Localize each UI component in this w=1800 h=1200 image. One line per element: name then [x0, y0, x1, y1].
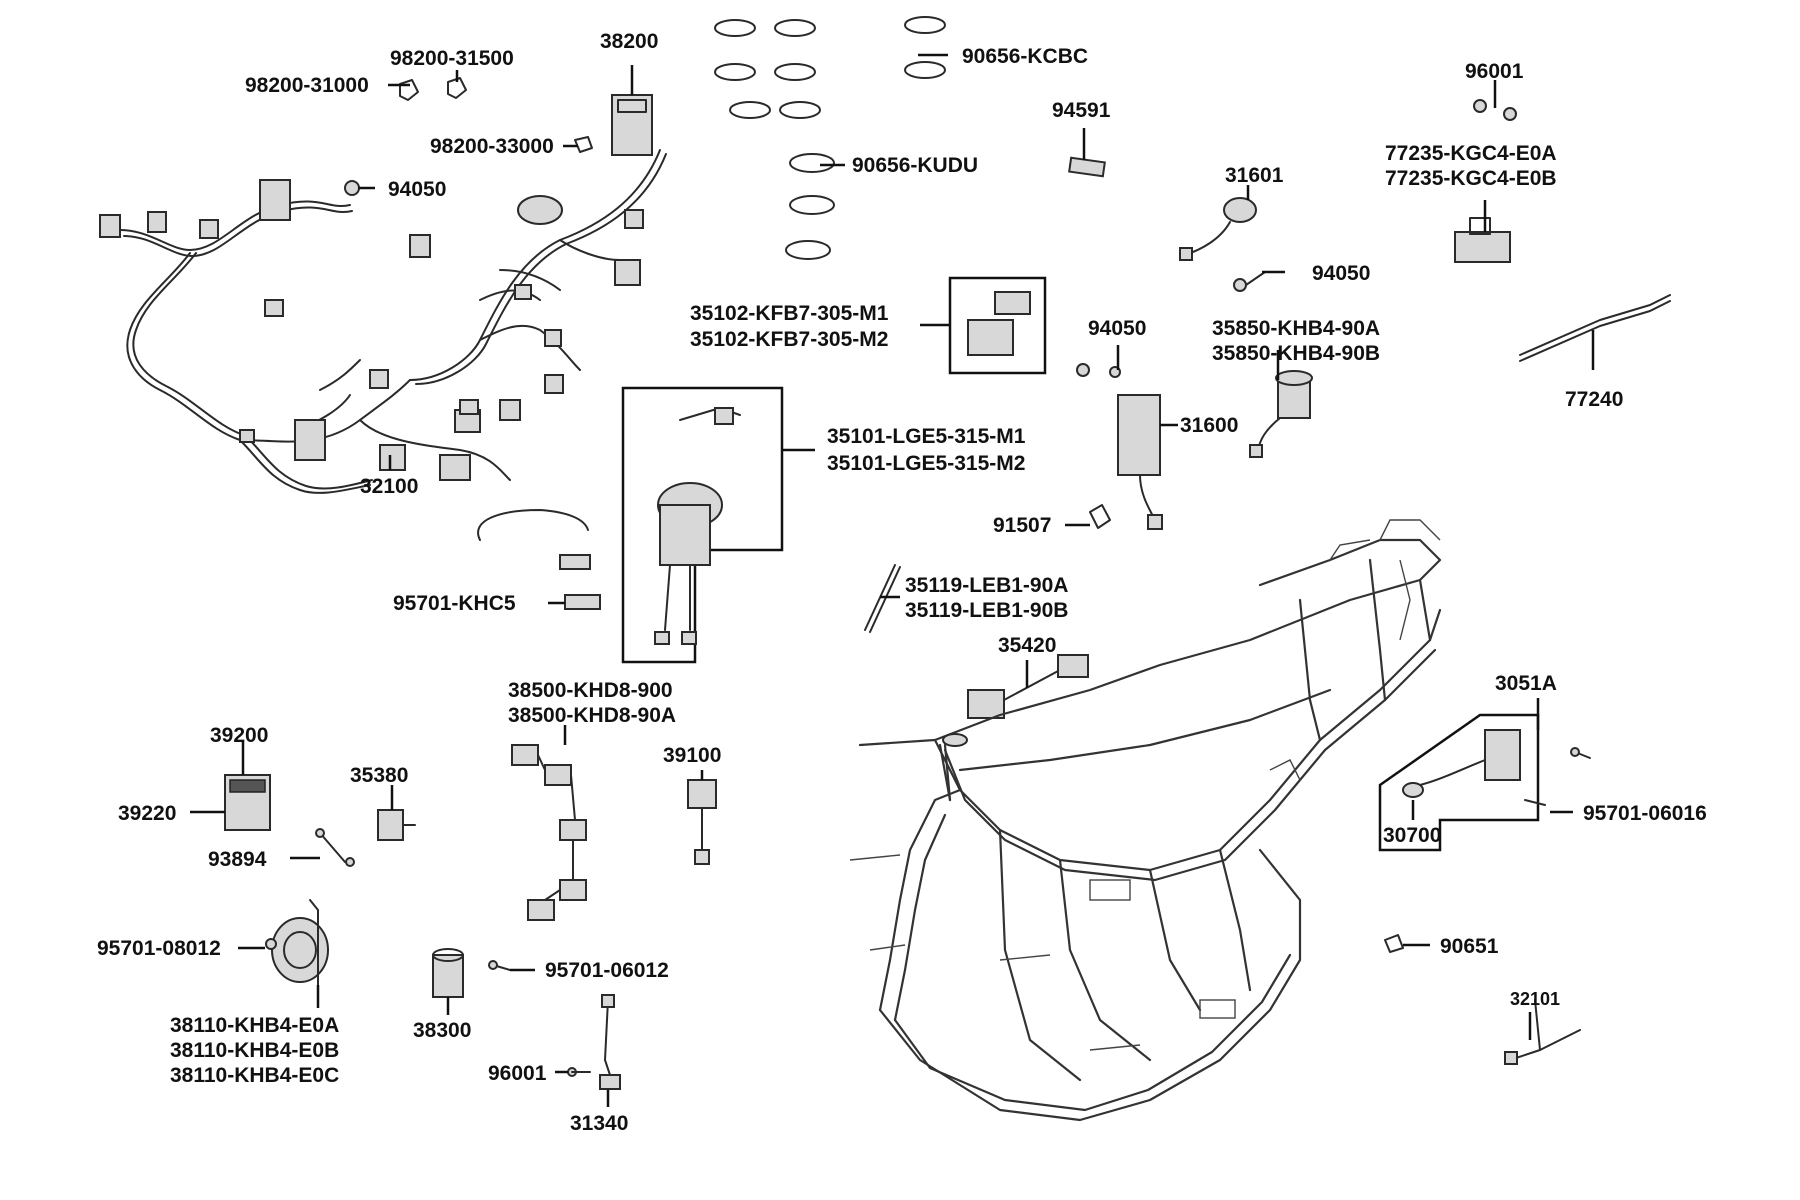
label-32100: 32100	[360, 475, 418, 498]
wire-32101	[1504, 999, 1581, 1065]
label-90656-kcbc: 90656-KCBC	[962, 45, 1088, 68]
label-39100: 39100	[663, 744, 721, 767]
label-35119-90b: 35119-LEB1-90B	[905, 599, 1068, 622]
label-95701-08012: 95701-08012	[97, 937, 221, 960]
cable-77240	[1519, 294, 1671, 362]
label-94050-left: 94050	[388, 178, 446, 201]
part-38500	[511, 744, 587, 921]
part-39100	[687, 779, 717, 865]
part-31601	[1179, 197, 1257, 261]
washer-94050-right	[1233, 271, 1266, 292]
part-35380	[377, 809, 416, 841]
label-39220: 39220	[118, 802, 176, 825]
label-38110-e0c: 38110-KHB4-E0C	[170, 1064, 339, 1087]
bolt-96001-top	[1473, 99, 1517, 121]
part-35850	[1249, 370, 1313, 458]
label-38110-e0b: 38110-KHB4-E0B	[170, 1039, 339, 1062]
label-94050-right: 94050	[1312, 262, 1370, 285]
label-35102-m1: 35102-KFB7-305-M1	[690, 302, 889, 325]
horn-38110	[271, 899, 329, 986]
part-77235	[1454, 217, 1511, 263]
label-32101: 32101	[1510, 989, 1560, 1009]
label-35380: 35380	[350, 764, 408, 787]
bolt-95701-06016	[1524, 747, 1591, 806]
label-77240: 77240	[1565, 388, 1623, 411]
label-98200-33000: 98200-33000	[430, 135, 554, 158]
bolt-95701-khc5	[477, 509, 601, 610]
label-94591: 94591	[1052, 99, 1111, 122]
part-35102	[967, 291, 1031, 356]
label-95701-khc5: 95701-KHC5	[393, 592, 516, 615]
label-3051a: 3051A	[1495, 672, 1557, 695]
bolts-93894	[315, 828, 355, 867]
clip-98200-31000	[399, 79, 419, 101]
part-39200	[224, 774, 271, 831]
label-35102-m2: 35102-KFB7-305-M2	[690, 328, 888, 351]
label-98200-31000: 98200-31000	[245, 74, 369, 97]
wire-harness-32100	[99, 149, 667, 494]
frame-3051a	[1378, 713, 1540, 852]
label-31600: 31600	[1180, 414, 1238, 437]
nut-94050-left	[344, 180, 360, 196]
bolt-96001-bottom	[567, 1067, 591, 1077]
label-98200-31500: 98200-31500	[390, 47, 514, 70]
scooter-frame	[849, 519, 1442, 1122]
part-38300	[432, 948, 464, 998]
label-38500-90a: 38500-KHD8-90A	[508, 704, 676, 727]
bolt-95701-06012	[488, 960, 511, 971]
label-90656-kudu: 90656-KUDU	[852, 154, 978, 177]
label-93894: 93894	[208, 848, 267, 871]
clip-91507	[1089, 504, 1111, 529]
label-90651: 90651	[1440, 935, 1499, 958]
label-38500-900: 38500-KHD8-900	[508, 679, 673, 702]
clip-90651	[1384, 934, 1404, 953]
label-77235-e0a: 77235-KGC4-E0A	[1385, 142, 1557, 165]
label-96001-bottom: 96001	[488, 1062, 547, 1085]
label-35850-90b: 35850-KHB4-90B	[1212, 342, 1380, 365]
part-94591	[1068, 156, 1106, 178]
label-96001-top: 96001	[1465, 60, 1524, 83]
label-35850-90a: 35850-KHB4-90A	[1212, 317, 1380, 340]
label-38300: 38300	[413, 1019, 471, 1042]
label-31340: 31340	[570, 1112, 628, 1135]
leader-lines	[190, 53, 1595, 1107]
label-35420: 35420	[998, 634, 1056, 657]
label-35101-m2: 35101-LGE5-315-M2	[827, 452, 1025, 475]
bolt-95701-08012	[265, 938, 277, 950]
cable-bands-90656-kcbc	[904, 16, 946, 79]
rod-35119	[864, 564, 901, 633]
washer-94050-mid	[1076, 363, 1121, 378]
label-94050-mid: 94050	[1088, 317, 1146, 340]
label-38110-e0a: 38110-KHB4-E0A	[170, 1014, 339, 1037]
part-31600	[1117, 394, 1163, 530]
label-30700: 30700	[1383, 824, 1441, 847]
label-39200: 39200	[210, 724, 268, 747]
part-35101	[654, 407, 741, 645]
label-91507: 91507	[993, 514, 1051, 537]
label-38200: 38200	[600, 30, 658, 53]
label-95701-06016: 95701-06016	[1583, 802, 1707, 825]
label-31601: 31601	[1225, 164, 1284, 187]
label-95701-06012: 95701-06012	[545, 959, 669, 982]
label-35101-m1: 35101-LGE5-315-M1	[827, 425, 1026, 448]
sensor-31340	[599, 994, 621, 1090]
label-35119-90a: 35119-LEB1-90A	[905, 574, 1068, 597]
part-3051a	[1402, 729, 1521, 798]
cable-bands-90656-kudu	[714, 19, 835, 260]
clip-98200-33000	[574, 136, 593, 153]
label-77235-e0b: 77235-KGC4-E0B	[1385, 167, 1557, 190]
part-38200	[611, 94, 653, 156]
part-35420	[967, 654, 1089, 719]
